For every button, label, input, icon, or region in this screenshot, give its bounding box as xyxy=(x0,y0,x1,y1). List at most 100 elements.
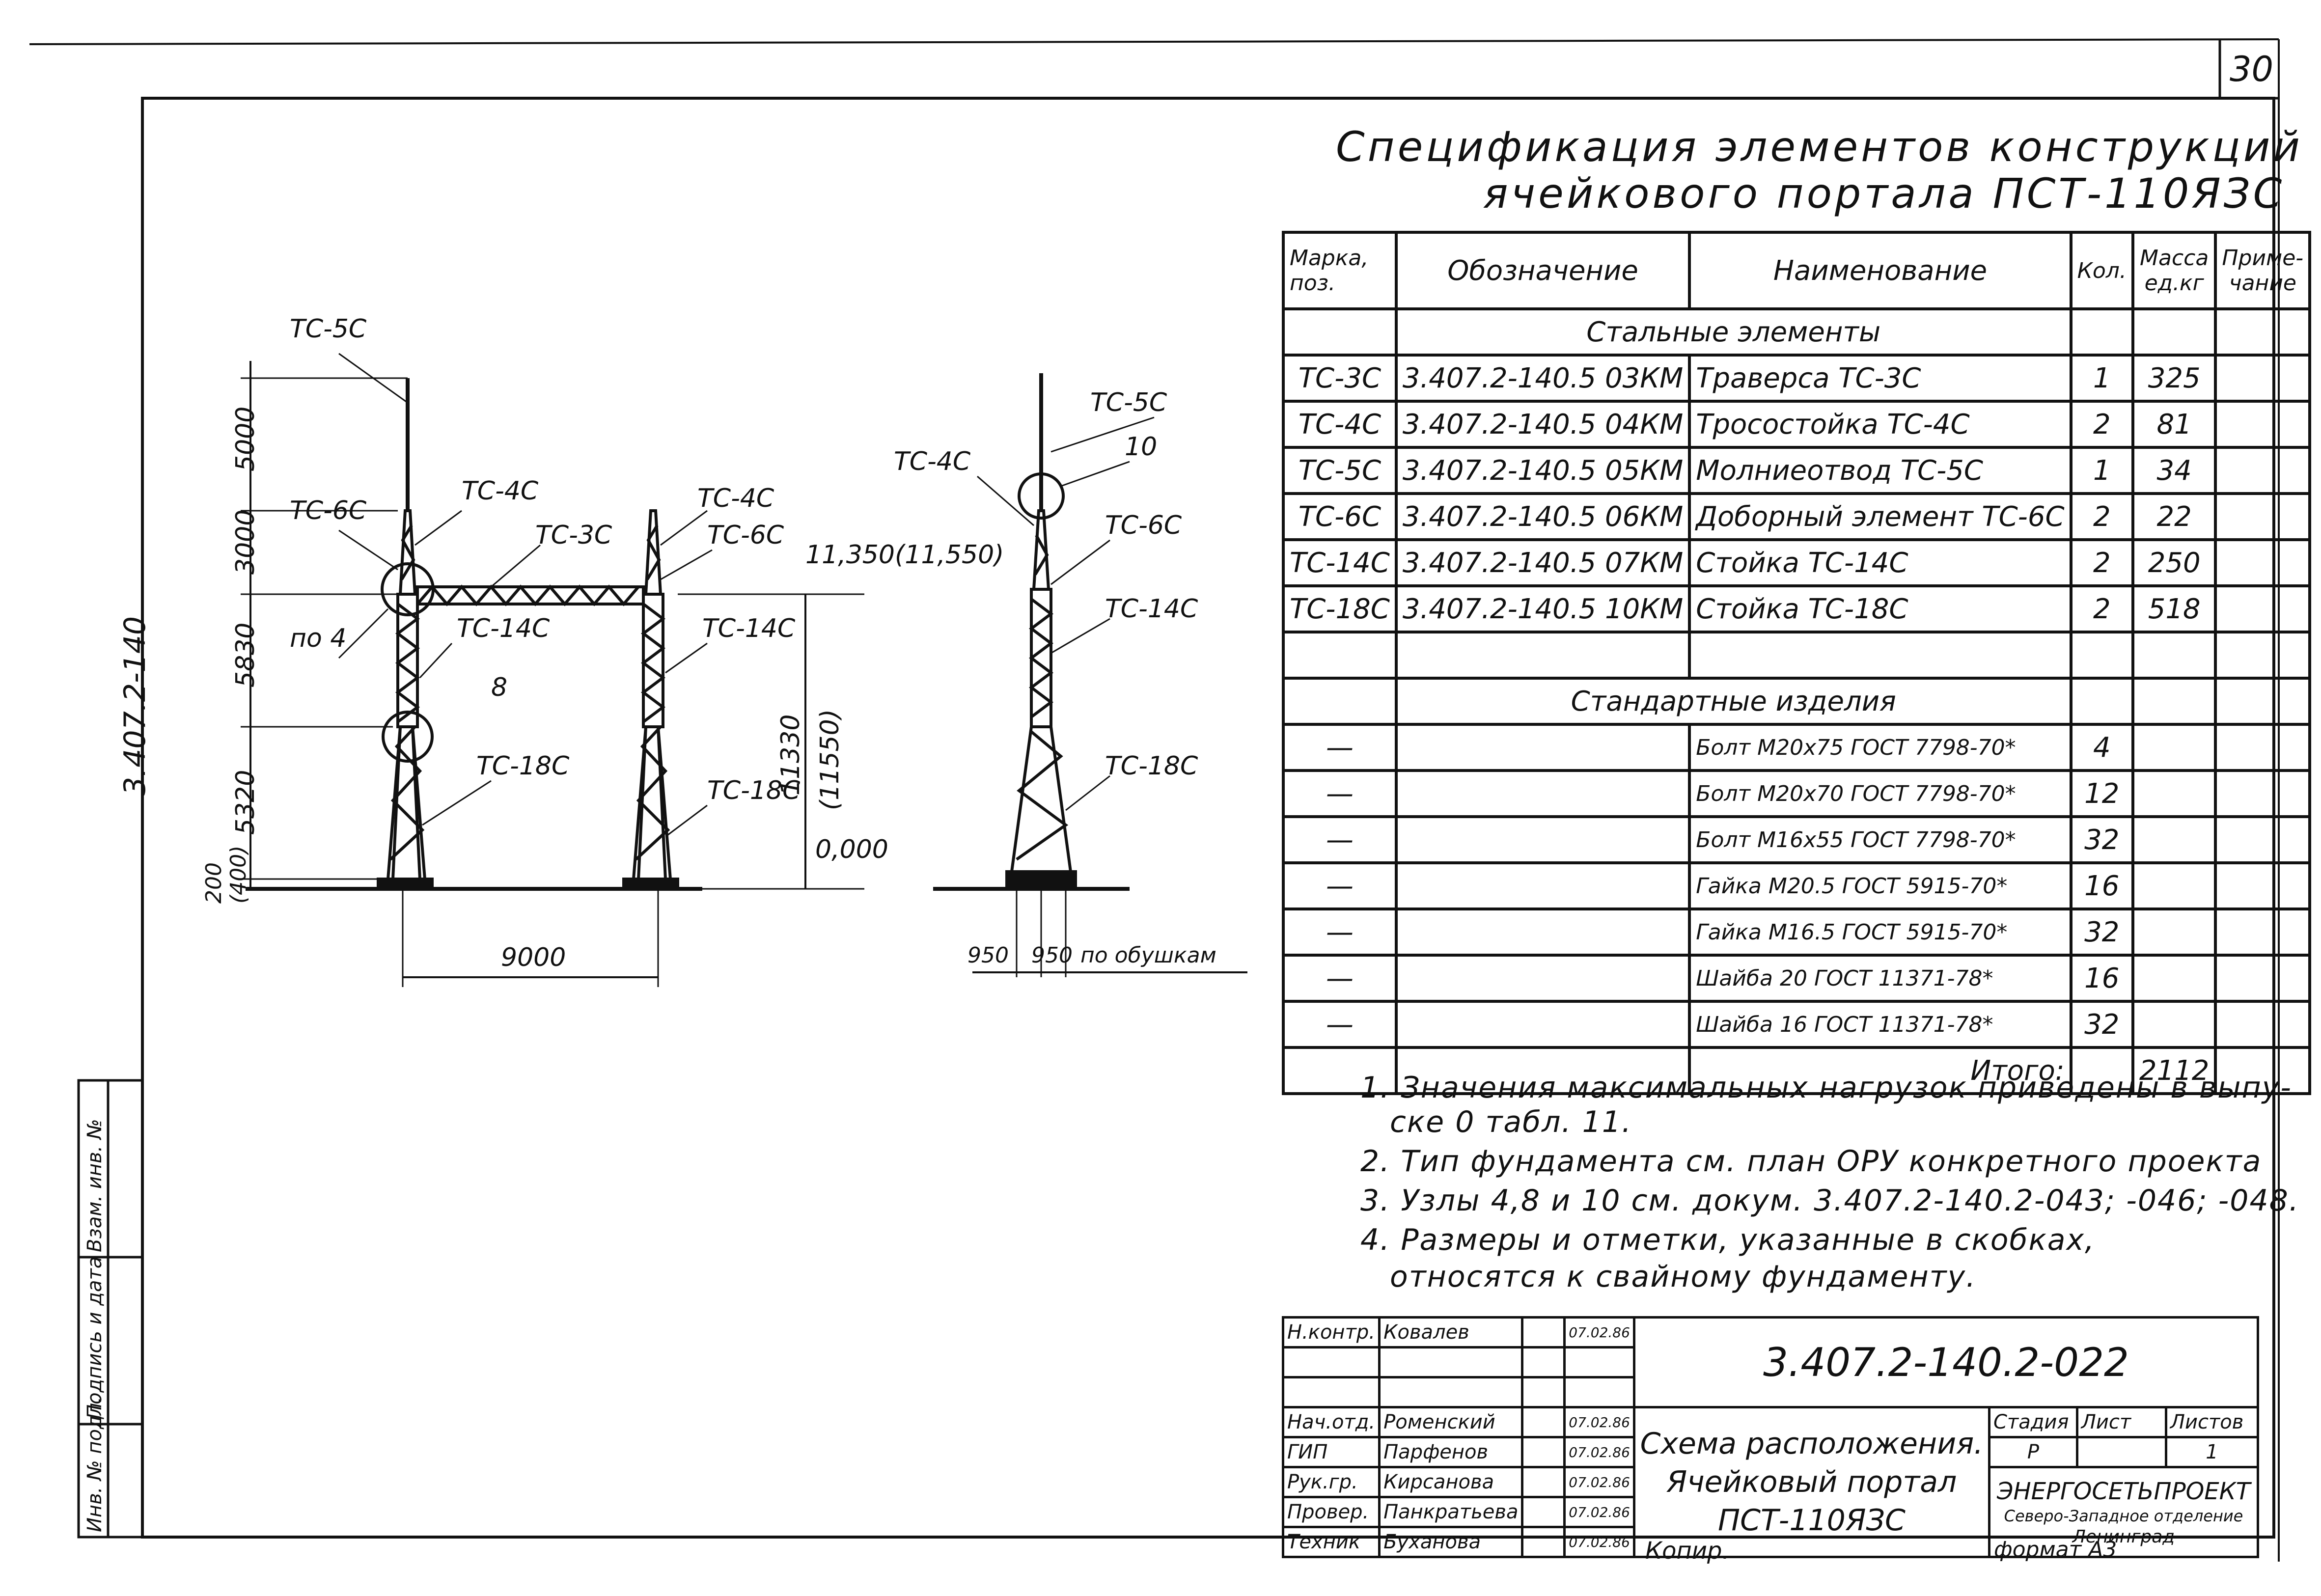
steel-note xyxy=(2214,400,2312,449)
stamp-date-5: 07.02.86 xyxy=(1563,1526,1635,1558)
label-ts4c-right: ТС-4С xyxy=(697,484,774,513)
dim-5830: 5830 xyxy=(231,622,260,688)
label-ts18c-right: ТС-18С xyxy=(707,776,801,805)
sheet-label: Лист xyxy=(2075,1406,2167,1438)
dim-11330: 11330 xyxy=(776,714,805,796)
stamp-name-0: Ковалев xyxy=(1378,1316,1524,1348)
steel-name: Стойка ТС-18С xyxy=(1688,584,2072,633)
stamp-role-3: Рук.гр. xyxy=(1281,1466,1381,1498)
std-name: Шайба 20 ГОСТ 11371-78* xyxy=(1688,954,2072,1003)
stamp-date-4: 07.02.86 xyxy=(1563,1496,1635,1528)
replace-inv-label: Взам. инв. № xyxy=(83,1119,106,1252)
steel-qty: 2 xyxy=(2069,400,2134,449)
std-designation xyxy=(1394,1000,1691,1049)
stage-value: Р xyxy=(1988,1436,2078,1468)
std-name: Болт М16х55 ГОСТ 7798-70* xyxy=(1688,815,2072,864)
steel-mark: ТС-14С xyxy=(1282,538,1398,587)
steel-qty: 2 xyxy=(2069,584,2134,633)
spec-title-line2: ячейкового портала ПСТ-110ЯЗС xyxy=(1483,169,2285,218)
std-note xyxy=(2214,1000,2312,1049)
stamp-name-5: Буханова xyxy=(1378,1526,1524,1558)
note-2: 2. Тип фундамента см. план ОРУ конкретно… xyxy=(1360,1144,2262,1179)
steel-mass: 81 xyxy=(2131,400,2217,449)
spec-table: Марка, поз. Обозначение Наименование Кол… xyxy=(1282,231,2312,1095)
steel-note xyxy=(2214,354,2312,403)
std-mark: — xyxy=(1282,954,1398,1003)
stamp-sign-2 xyxy=(1521,1436,1566,1468)
std-name: Болт М20х75 ГОСТ 7798-70* xyxy=(1688,723,2072,772)
steel-designation: 3.407.2-140.5 10КМ xyxy=(1394,584,1691,633)
std-mass xyxy=(2131,954,2217,1003)
dim-5000: 5000 xyxy=(231,406,260,471)
label-po4: по 4 xyxy=(290,624,347,653)
std-designation xyxy=(1394,815,1691,864)
side-po-obushkam: по обушкам xyxy=(1080,943,1216,968)
std-designation xyxy=(1394,954,1691,1003)
side-dim-950a: 950 xyxy=(967,943,1009,968)
side-label-ts14c: ТС-14С xyxy=(1105,594,1198,624)
std-qty: 32 xyxy=(2069,1000,2134,1049)
section-steel: Стальные элементы xyxy=(1394,307,2072,357)
sheet-title-line2: Ячейковый портал xyxy=(1666,1465,1957,1499)
org-name: ЭНЕРГОСЕТЬПРОЕКТ xyxy=(1996,1477,2251,1505)
std-mark: — xyxy=(1282,723,1398,772)
std-designation xyxy=(1394,723,1691,772)
stage-label: Стадия xyxy=(1988,1406,2078,1438)
section-std: Стандартные изделия xyxy=(1394,677,2072,726)
hdr-mark: Марка, поз. xyxy=(1282,231,1398,310)
label-ts6c-right: ТС-6С xyxy=(707,521,784,550)
dim-200: 200 xyxy=(201,862,226,904)
std-mass xyxy=(2131,815,2217,864)
stamp-name-1: Роменский xyxy=(1378,1406,1524,1438)
side-label-ts18c: ТС-18С xyxy=(1105,751,1198,781)
sign-date-label: Подпись и дата xyxy=(83,1256,106,1419)
side-view xyxy=(933,373,1247,977)
steel-qty: 2 xyxy=(2069,492,2134,541)
stamp-sign-0 xyxy=(1521,1316,1566,1348)
dim-3000: 3000 xyxy=(231,509,260,575)
note-4a: 4. Размеры и отметки, указанные в скобка… xyxy=(1360,1223,2096,1257)
std-mass xyxy=(2131,1000,2217,1049)
std-mass xyxy=(2131,769,2217,818)
std-row: —Болт М20х70 ГОСТ 7798-70*12 xyxy=(1282,769,2312,818)
note-3: 3. Узлы 4,8 и 10 см. докум. 3.407.2-140.… xyxy=(1360,1183,2299,1218)
steel-mass: 250 xyxy=(2131,538,2217,587)
std-qty: 4 xyxy=(2069,723,2134,772)
std-mark: — xyxy=(1282,769,1398,818)
steel-note xyxy=(2214,584,2312,633)
stamp-sign-5 xyxy=(1521,1526,1566,1558)
std-designation xyxy=(1394,908,1691,957)
stamp-name-2: Парфенов xyxy=(1378,1436,1524,1468)
stamp-role-1: Нач.отд. xyxy=(1281,1406,1381,1438)
steel-designation: 3.407.2-140.5 03КМ xyxy=(1394,354,1691,403)
steel-mark: ТС-3С xyxy=(1282,354,1398,403)
copy-label: Копир. xyxy=(1645,1537,1730,1565)
sheets-value: 1 xyxy=(2164,1436,2260,1468)
stamp-role-2: ГИП xyxy=(1281,1436,1381,1468)
std-designation xyxy=(1394,769,1691,818)
note-1a: 1. Значения максимальных нагрузок привед… xyxy=(1360,1071,2292,1105)
std-qty: 16 xyxy=(2069,861,2134,910)
stamp-name-4: Панкратьева xyxy=(1378,1496,1524,1528)
steel-name: Тросостойка ТС-4С xyxy=(1688,400,2072,449)
side-label-node10: 10 xyxy=(1125,432,1158,462)
std-mass xyxy=(2131,908,2217,957)
page-number: 30 xyxy=(2230,49,2274,89)
label-ts4c-left: ТС-4С xyxy=(462,476,539,506)
front-view xyxy=(241,353,864,987)
steel-qty: 1 xyxy=(2069,446,2134,495)
title-block: Н.контр. Ковалев 07.02.86 3.407.2-140.2-… xyxy=(1281,1316,2260,1558)
steel-mass: 22 xyxy=(2131,492,2217,541)
spec-title-line1: Спецификация элементов конструкций xyxy=(1336,123,2303,171)
std-qty: 12 xyxy=(2069,769,2134,818)
steel-name: Стойка ТС-14С xyxy=(1688,538,2072,587)
steel-designation: 3.407.2-140.5 06КМ xyxy=(1394,492,1691,541)
org-sub2: Ленинград xyxy=(2072,1526,2175,1547)
steel-note xyxy=(2214,446,2312,495)
hdr-qty: Кол. xyxy=(2069,231,2134,310)
